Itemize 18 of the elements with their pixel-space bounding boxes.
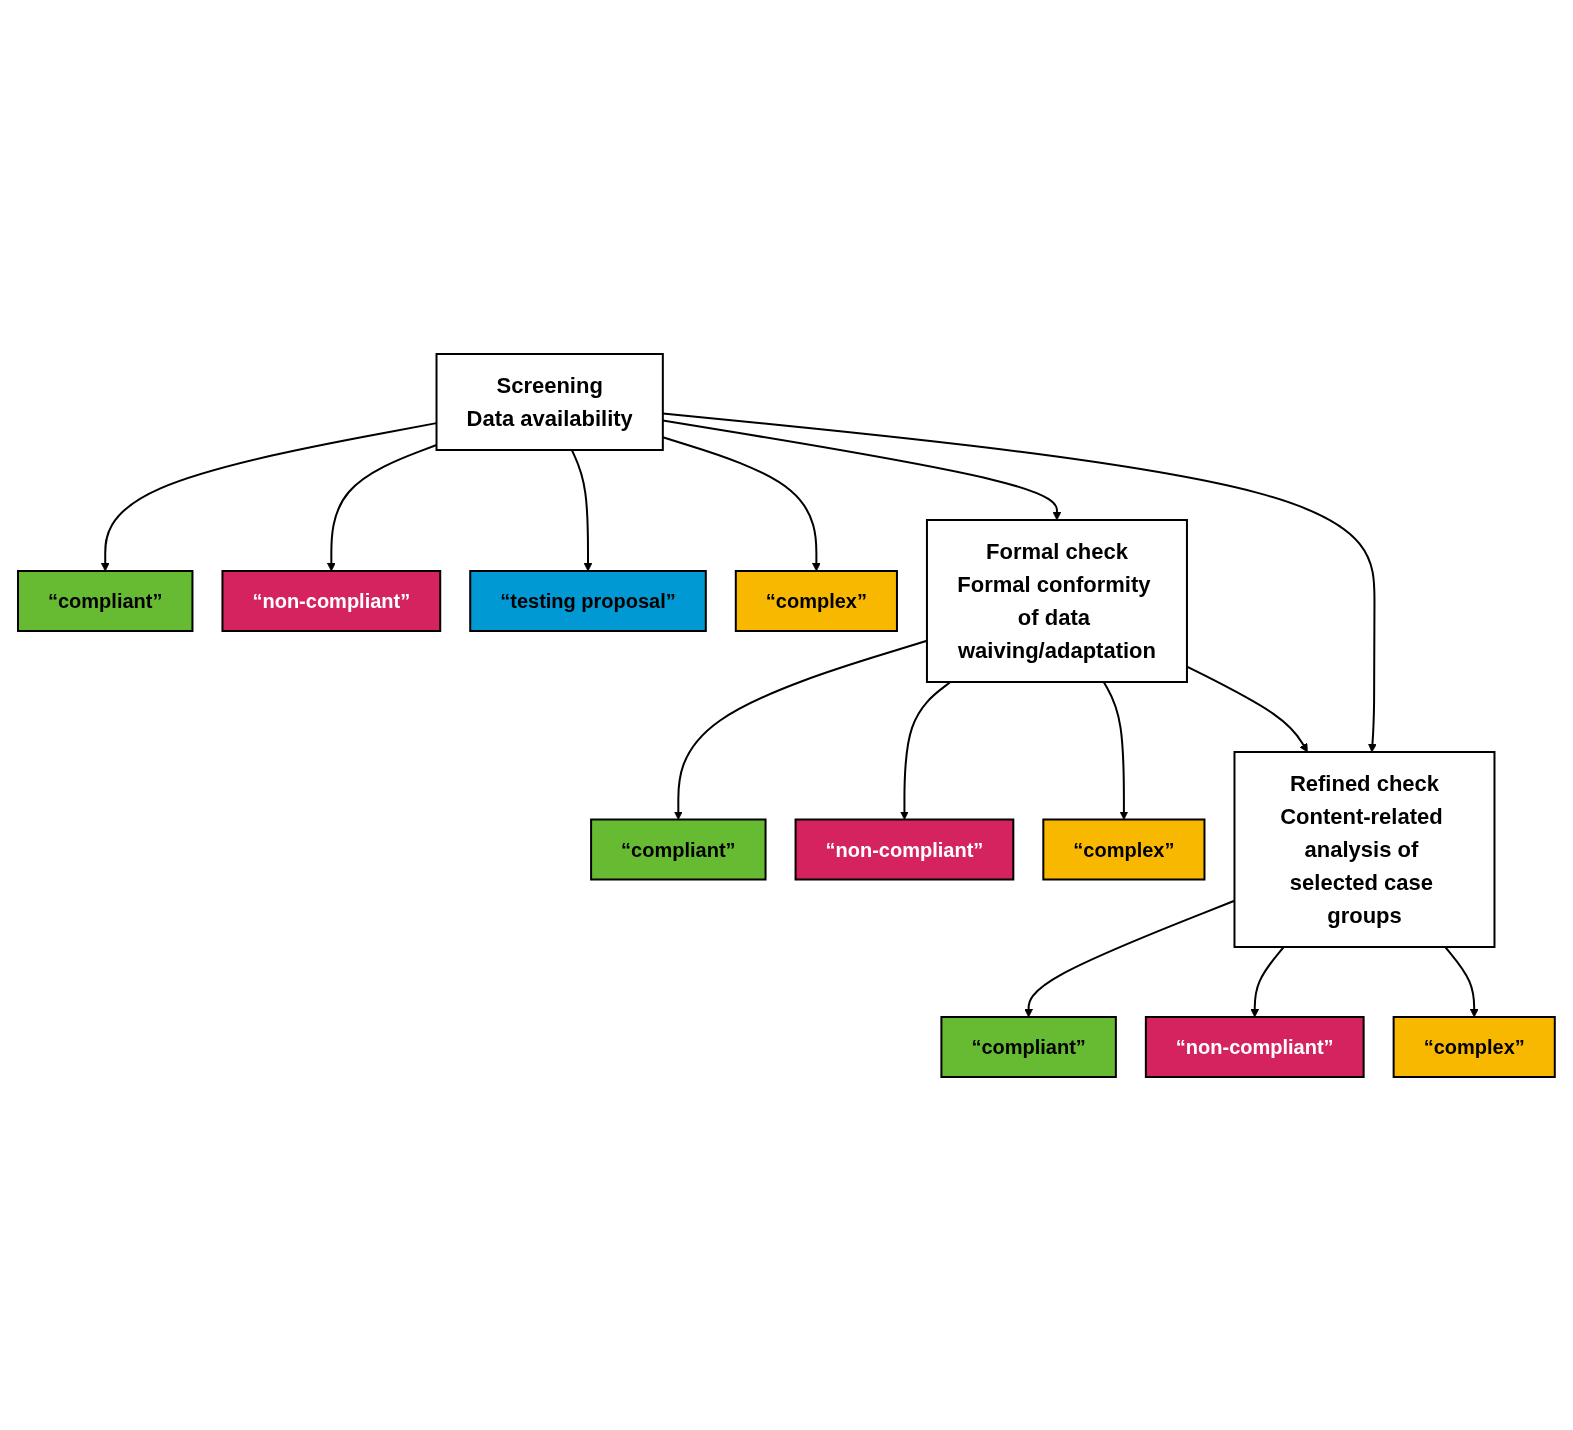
node-box: “compliant” (940, 1015, 1117, 1078)
node-box: “complex” (1392, 1015, 1556, 1078)
node-box: Refined check Content-related analysis of selected case groups (1233, 750, 1496, 948)
arrow (1444, 945, 1479, 1017)
arrow (900, 680, 952, 820)
node-box: Formal check Formal conformity of data waiving/adaptation (926, 518, 1189, 683)
node-box: “non-compliant” (1144, 1015, 1365, 1078)
node-box: “testing proposal” (469, 569, 707, 632)
node-box: “complex” (734, 569, 899, 632)
arrow (1102, 680, 1129, 820)
node-box: “compliant” (590, 818, 767, 880)
node-box: Screening Data availability (435, 352, 664, 451)
node-box: “non-compliant” (221, 569, 442, 632)
node-box: “compliant” (17, 569, 194, 632)
arrow (1250, 945, 1285, 1017)
node-box: “complex” (1042, 818, 1206, 880)
node-box: “non-compliant” (794, 818, 1015, 880)
arrow (570, 448, 593, 571)
